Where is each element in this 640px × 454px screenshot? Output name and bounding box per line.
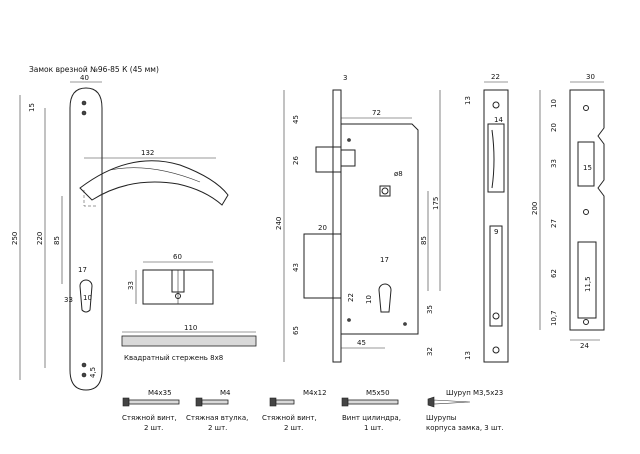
part-screw-m5x50	[347, 399, 399, 405]
square-rod-label: Квадратный стержень 8х8	[124, 354, 223, 362]
dim-strike-11-5: 11,5	[584, 276, 592, 292]
dim-lock-72: 72	[372, 109, 381, 117]
dim-handle-33: 33	[64, 296, 73, 304]
dim-faceplate-13a: 13	[464, 96, 472, 105]
part-wood-screw	[427, 396, 435, 408]
lock-body-group: 72 3 240 45 26 20 43 65 ø8 85 175 17 22 …	[275, 74, 441, 363]
dim-lock-3: 3	[343, 74, 347, 82]
dim-lock-240: 240	[275, 217, 283, 230]
part-2-size: M4	[220, 389, 231, 397]
part-3-label1: Стяжной винт,	[262, 414, 317, 422]
part-1-label1: Стяжной винт,	[122, 414, 177, 422]
dim-lock-85: 85	[420, 236, 428, 245]
dim-cylinder-33: 33	[127, 281, 135, 290]
drawing-title: Замок врезной №96-85 К (45 мм)	[29, 65, 159, 74]
part-4-size: M5x50	[366, 389, 390, 397]
part-1-label2: 2 шт.	[144, 424, 163, 432]
faceplate-outline	[483, 89, 509, 363]
part-3-size: M4x12	[303, 389, 327, 397]
dim-faceplate-22: 22	[491, 73, 500, 81]
dim-strike-10-7: 10,7	[550, 310, 558, 326]
dim-lock-45b: 45	[357, 339, 366, 347]
square-rod-bar	[121, 335, 257, 347]
dim-strike-15: 15	[583, 164, 592, 172]
part-3-label2: 2 шт.	[284, 424, 303, 432]
handle-keyhole	[79, 279, 93, 313]
dim-faceplate-14: 14	[494, 116, 503, 124]
dim-handle-15: 15	[28, 103, 36, 112]
part-screw-m4x12	[275, 399, 295, 405]
dim-strike-200: 200	[531, 202, 539, 215]
part-4-label2: 1 шт.	[364, 424, 383, 432]
lock-case	[340, 123, 419, 335]
dim-lock-22: 22	[347, 293, 355, 302]
handle-group: 40 250 220 85 15 17 10 33 4,5 132	[11, 74, 229, 391]
dim-lock-35: 35	[426, 305, 434, 314]
dim-strike-20: 20	[550, 123, 558, 132]
dim-handle-132: 132	[141, 149, 154, 157]
lock-faceplate-side	[332, 89, 342, 363]
faceplate-group: 22 13 14 9 13	[464, 73, 509, 363]
dim-lock-32: 32	[426, 347, 434, 356]
dim-strike-62: 62	[550, 269, 558, 278]
dim-lock-65: 65	[292, 326, 300, 335]
square-rod-group: 110 Квадратный стержень 8х8	[121, 324, 257, 362]
dim-strike-27: 27	[550, 219, 558, 228]
dim-strike-24: 24	[580, 342, 589, 350]
part-5-label1: Шурупы	[426, 414, 456, 422]
parts-group: M4x35 Стяжной винт, 2 шт. M4 Стяжная вту…	[122, 389, 504, 432]
dim-lock-d8: ø8	[394, 170, 403, 178]
dim-handle-85: 85	[53, 236, 61, 245]
strike-plate-group: 30 10 20 200 33 15 27 62 11,5 10,7 24	[531, 73, 605, 350]
dim-rod-110: 110	[184, 324, 197, 332]
dim-cylinder-60: 60	[173, 253, 182, 261]
dim-handle-10: 10	[83, 294, 92, 302]
dim-strike-10: 10	[550, 99, 558, 108]
lock-deadbolt	[303, 233, 342, 299]
part-4-label1: Винт цилиндра,	[342, 414, 401, 422]
part-5-size: Шуруп M3,5x23	[446, 389, 503, 397]
dim-strike-33: 33	[550, 159, 558, 168]
handle-lever	[79, 160, 229, 206]
part-2-label2: 2 шт.	[208, 424, 227, 432]
part-sleeve-m4	[201, 399, 229, 405]
dim-handle-17: 17	[78, 266, 87, 274]
dim-lock-10: 10	[365, 295, 373, 304]
dim-lock-43: 43	[292, 263, 300, 272]
dim-lock-17: 17	[380, 256, 389, 264]
part-2-label1: Стяжная втулка,	[186, 414, 248, 422]
cylinder-group: 60 33	[127, 253, 214, 305]
part-1-size: M4x35	[148, 389, 172, 397]
dim-faceplate-9: 9	[494, 228, 498, 236]
part-screw-m4x35	[128, 399, 180, 405]
handle-escutcheon	[69, 87, 103, 391]
strike-plate-outline	[569, 89, 605, 331]
dim-handle-220: 220	[36, 232, 44, 245]
part-5-label2: корпуса замка, 3 шт.	[426, 424, 504, 432]
dim-lock-26: 26	[292, 156, 300, 165]
dim-handle-250: 250	[11, 232, 19, 245]
dim-handle-40: 40	[80, 74, 89, 82]
dim-lock-45: 45	[292, 115, 300, 124]
dim-strike-30: 30	[586, 73, 595, 81]
dim-faceplate-13b: 13	[464, 351, 472, 360]
dim-lock-175: 175	[432, 197, 440, 210]
dim-handle-4-5: 4,5	[89, 367, 97, 378]
dim-lock-20: 20	[318, 224, 327, 232]
